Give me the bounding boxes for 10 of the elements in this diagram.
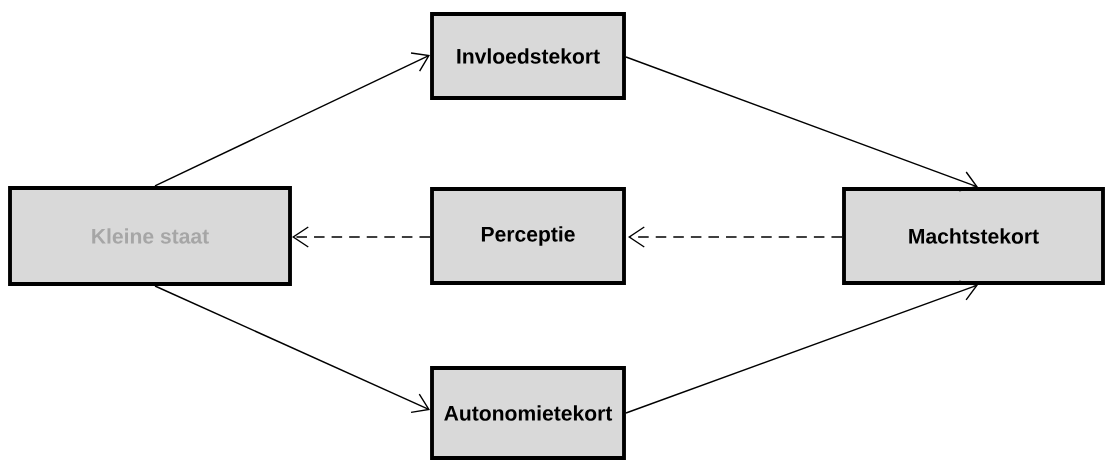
arrow xyxy=(292,226,431,248)
arrow xyxy=(154,285,430,414)
arrow xyxy=(628,226,843,248)
process-box: Autonomietekort xyxy=(430,366,626,460)
arrow xyxy=(625,280,978,414)
arrow xyxy=(625,56,978,192)
process-box: Invloedstekort xyxy=(430,12,626,100)
arrow xyxy=(154,52,430,187)
process-box: Machtstekort xyxy=(842,187,1105,285)
process-box: Perceptie xyxy=(430,187,626,285)
